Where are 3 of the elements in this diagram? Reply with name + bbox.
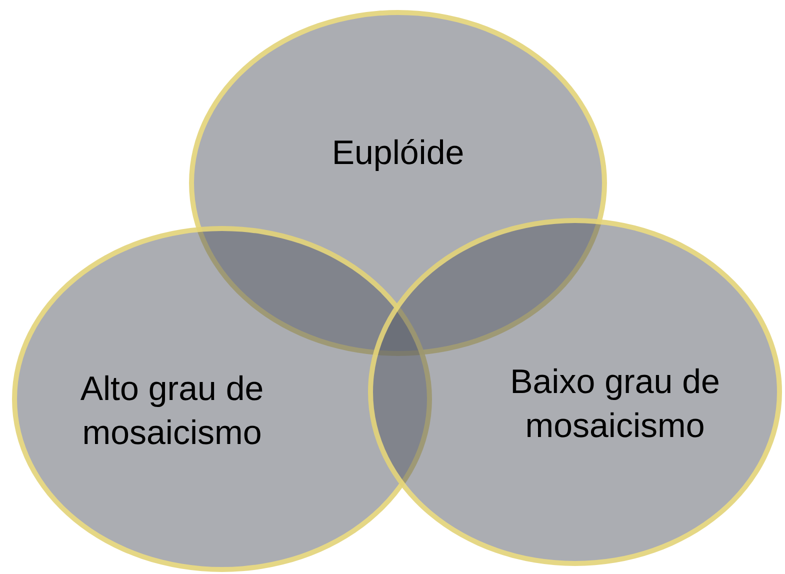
venn-label: Euplóide: [330, 132, 466, 174]
venn-label: Alto grau de mosaicismo: [79, 368, 265, 454]
venn-label: Baixo grau de mosaicismo: [509, 362, 721, 447]
